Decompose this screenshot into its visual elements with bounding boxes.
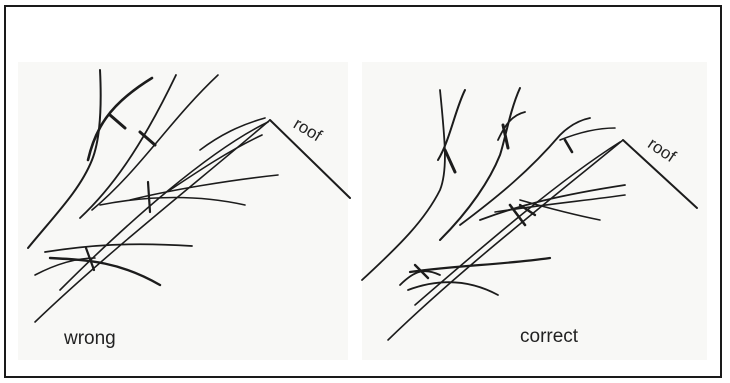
left-branch-4 <box>92 75 218 210</box>
left-branch-7 <box>170 135 262 190</box>
caption-wrong: wrong <box>64 328 116 350</box>
wrong-tree-drawing <box>28 70 350 322</box>
right-roof-diagonal-2 <box>415 142 620 305</box>
right-cut-1 <box>445 150 455 172</box>
left-branch-9 <box>45 244 192 252</box>
left-cut-1 <box>110 115 125 128</box>
right-branch-1 <box>362 90 445 280</box>
right-branch-11 <box>408 282 498 295</box>
right-branch-9 <box>560 128 615 140</box>
left-branch-1 <box>28 70 101 248</box>
right-roof-diagonal-1 <box>388 140 623 340</box>
right-branch-10 <box>410 258 550 272</box>
left-branch-2 <box>88 78 152 160</box>
correct-tree-drawing <box>362 88 697 340</box>
right-cut-3 <box>565 140 572 152</box>
caption-correct: correct <box>520 326 578 348</box>
left-branch-8 <box>200 118 265 150</box>
right-branch-2 <box>438 90 465 160</box>
left-roof-diagonal-1 <box>35 120 270 322</box>
left-branch-6 <box>130 175 278 200</box>
